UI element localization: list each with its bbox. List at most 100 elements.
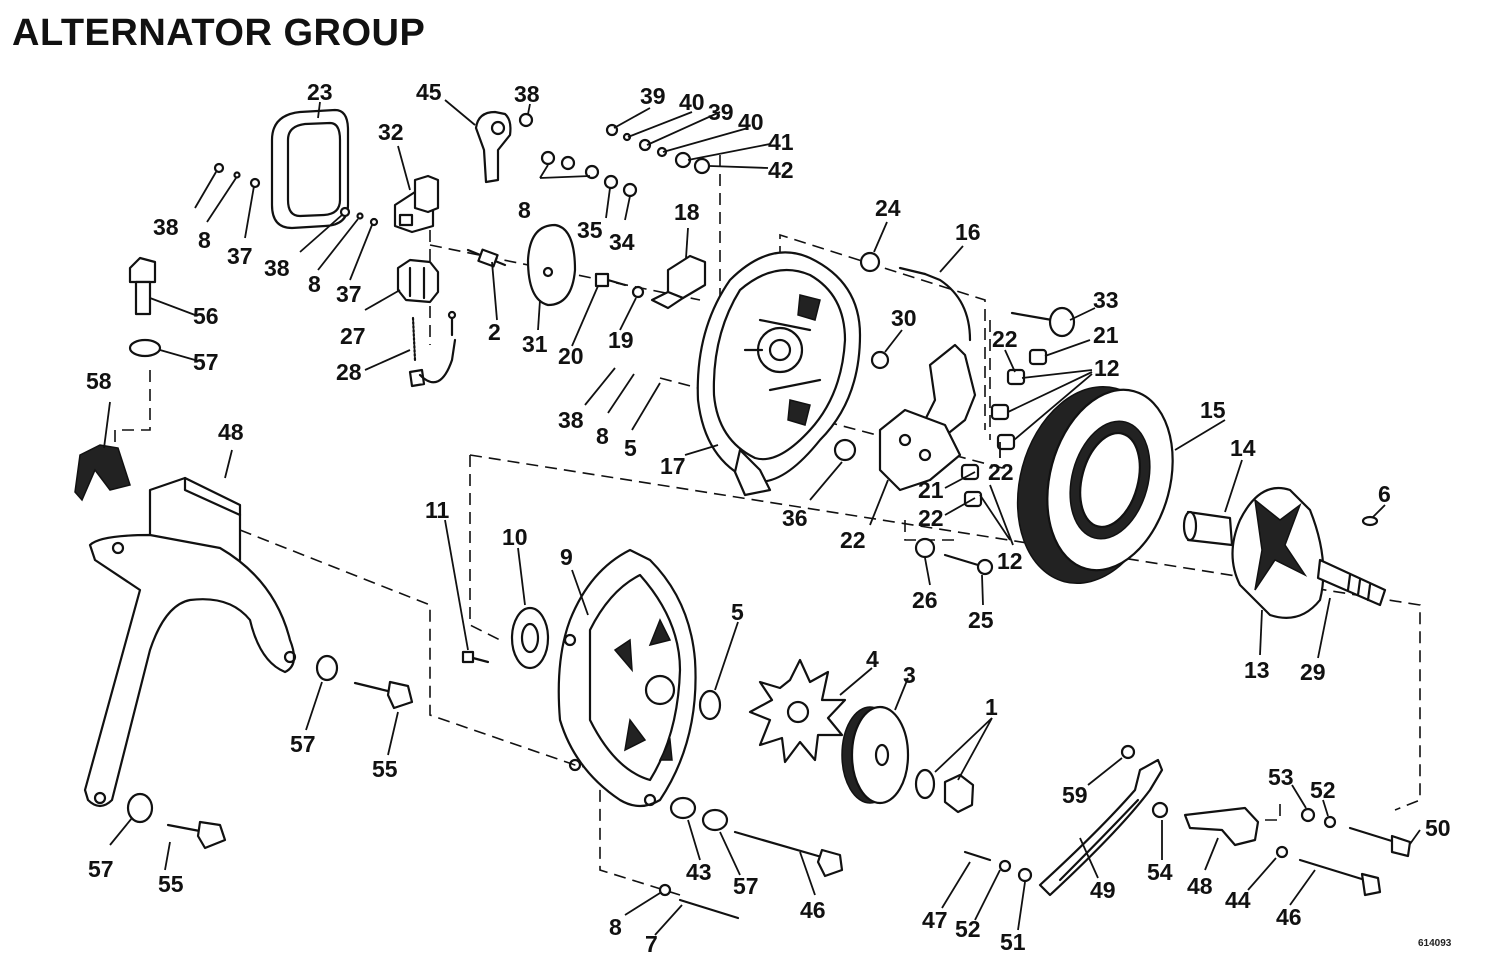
callout-39: 39 bbox=[708, 99, 734, 125]
part-55-bolt-low bbox=[166, 820, 227, 850]
callout-21: 21 bbox=[1093, 322, 1119, 348]
callout-48: 48 bbox=[218, 419, 244, 445]
callout-25: 25 bbox=[968, 607, 994, 633]
callout-38: 38 bbox=[264, 255, 290, 281]
callout-5: 5 bbox=[624, 435, 637, 461]
callout-56: 56 bbox=[193, 303, 219, 329]
callout-37: 37 bbox=[336, 281, 362, 307]
callout-52: 52 bbox=[1310, 777, 1336, 803]
part-58-clip bbox=[74, 444, 131, 502]
part-6-key bbox=[1361, 515, 1379, 527]
part-4-fan bbox=[748, 658, 847, 764]
part-51-nut bbox=[1017, 867, 1033, 883]
callout-20: 20 bbox=[558, 343, 584, 369]
callout-10: 10 bbox=[502, 524, 528, 550]
part-43-washer bbox=[669, 796, 697, 820]
callout-24: 24 bbox=[875, 195, 901, 221]
callout-57: 57 bbox=[290, 731, 316, 757]
callout-22: 22 bbox=[988, 459, 1014, 485]
part-7-screw bbox=[678, 898, 740, 920]
callout-38: 38 bbox=[153, 214, 179, 240]
callout-4: 4 bbox=[866, 646, 879, 672]
part-11-screw bbox=[461, 650, 490, 664]
part-49-adjusting-arm bbox=[1038, 758, 1164, 897]
part-57-washer-low bbox=[126, 792, 154, 824]
part-44-washer bbox=[1275, 845, 1289, 859]
part-27-regulator bbox=[396, 258, 440, 304]
callout-14: 14 bbox=[1230, 435, 1256, 461]
callout-40: 40 bbox=[679, 89, 705, 115]
part-52-washer bbox=[998, 859, 1012, 873]
part-29-shaft bbox=[1316, 558, 1387, 607]
callout-8: 8 bbox=[596, 423, 609, 449]
callout-15: 15 bbox=[1200, 397, 1226, 423]
part-30-nut bbox=[870, 350, 890, 370]
part-14-rotor-bearing bbox=[1182, 510, 1234, 547]
callout-50: 50 bbox=[1425, 815, 1451, 841]
callout-labels: 23 45 38 39 40 39 40 41 42 32 38 8 37 38… bbox=[86, 79, 1451, 957]
callout-46: 46 bbox=[800, 897, 826, 923]
callout-42: 42 bbox=[768, 157, 794, 183]
part-57-washer-top bbox=[128, 338, 162, 358]
part-26-25-hardware bbox=[914, 537, 994, 576]
callout-57: 57 bbox=[733, 873, 759, 899]
callout-32: 32 bbox=[378, 119, 404, 145]
callout-8: 8 bbox=[308, 271, 321, 297]
callout-8: 8 bbox=[609, 914, 622, 940]
callout-12: 12 bbox=[997, 548, 1023, 574]
part-50-bolt bbox=[1348, 826, 1412, 858]
part-48-bracket-arm bbox=[83, 476, 297, 808]
part-8-washer-bottom bbox=[658, 883, 672, 897]
callout-35: 35 bbox=[577, 217, 603, 243]
part-55-bolt-mid bbox=[353, 680, 414, 710]
callout-22: 22 bbox=[992, 326, 1018, 352]
part-56-bolt bbox=[128, 256, 157, 316]
callout-55: 55 bbox=[372, 756, 398, 782]
callout-22: 22 bbox=[918, 505, 944, 531]
callout-46: 46 bbox=[1276, 904, 1302, 930]
part-36-washer bbox=[833, 438, 857, 462]
callout-17: 17 bbox=[660, 453, 686, 479]
callout-21: 21 bbox=[918, 477, 944, 503]
callout-37: 37 bbox=[227, 243, 253, 269]
part-53-washer bbox=[1300, 807, 1316, 823]
callout-44: 44 bbox=[1225, 887, 1251, 913]
callout-48: 48 bbox=[1187, 873, 1213, 899]
callout-3: 3 bbox=[903, 662, 916, 688]
callout-18: 18 bbox=[674, 199, 700, 225]
part-31-insulator-plate bbox=[526, 223, 577, 307]
callout-59: 59 bbox=[1062, 782, 1088, 808]
callout-2: 2 bbox=[488, 319, 501, 345]
callout-5: 5 bbox=[731, 599, 744, 625]
part-10-bearing bbox=[510, 606, 550, 670]
callout-34: 34 bbox=[609, 229, 635, 255]
callout-27: 27 bbox=[340, 323, 366, 349]
part-3-pulley bbox=[841, 705, 910, 805]
callout-31: 31 bbox=[522, 331, 548, 357]
part-32-brush-holder bbox=[393, 174, 440, 234]
leader-lines bbox=[103, 99, 1421, 936]
callout-40: 40 bbox=[738, 109, 764, 135]
callout-57: 57 bbox=[193, 349, 219, 375]
callout-12: 12 bbox=[1094, 355, 1120, 381]
callout-22: 22 bbox=[840, 527, 866, 553]
part-28-spring bbox=[408, 310, 457, 388]
part-46-bolt-center bbox=[733, 830, 844, 878]
callout-1: 1 bbox=[985, 694, 998, 720]
part-18-bracket bbox=[650, 254, 707, 310]
callout-13: 13 bbox=[1244, 657, 1270, 683]
callout-47: 47 bbox=[922, 907, 948, 933]
callout-9: 9 bbox=[560, 544, 573, 570]
callout-51: 51 bbox=[1000, 929, 1026, 955]
callout-8: 8 bbox=[518, 197, 531, 223]
callout-7: 7 bbox=[645, 931, 658, 957]
part-45-terminal-boot bbox=[474, 110, 512, 184]
callout-8: 8 bbox=[198, 227, 211, 253]
part-52-washer-right bbox=[1323, 815, 1337, 829]
callout-54: 54 bbox=[1147, 859, 1173, 885]
part-2-terminal-screw bbox=[466, 248, 507, 268]
part-1-washer bbox=[914, 768, 936, 800]
callout-45: 45 bbox=[416, 79, 442, 105]
